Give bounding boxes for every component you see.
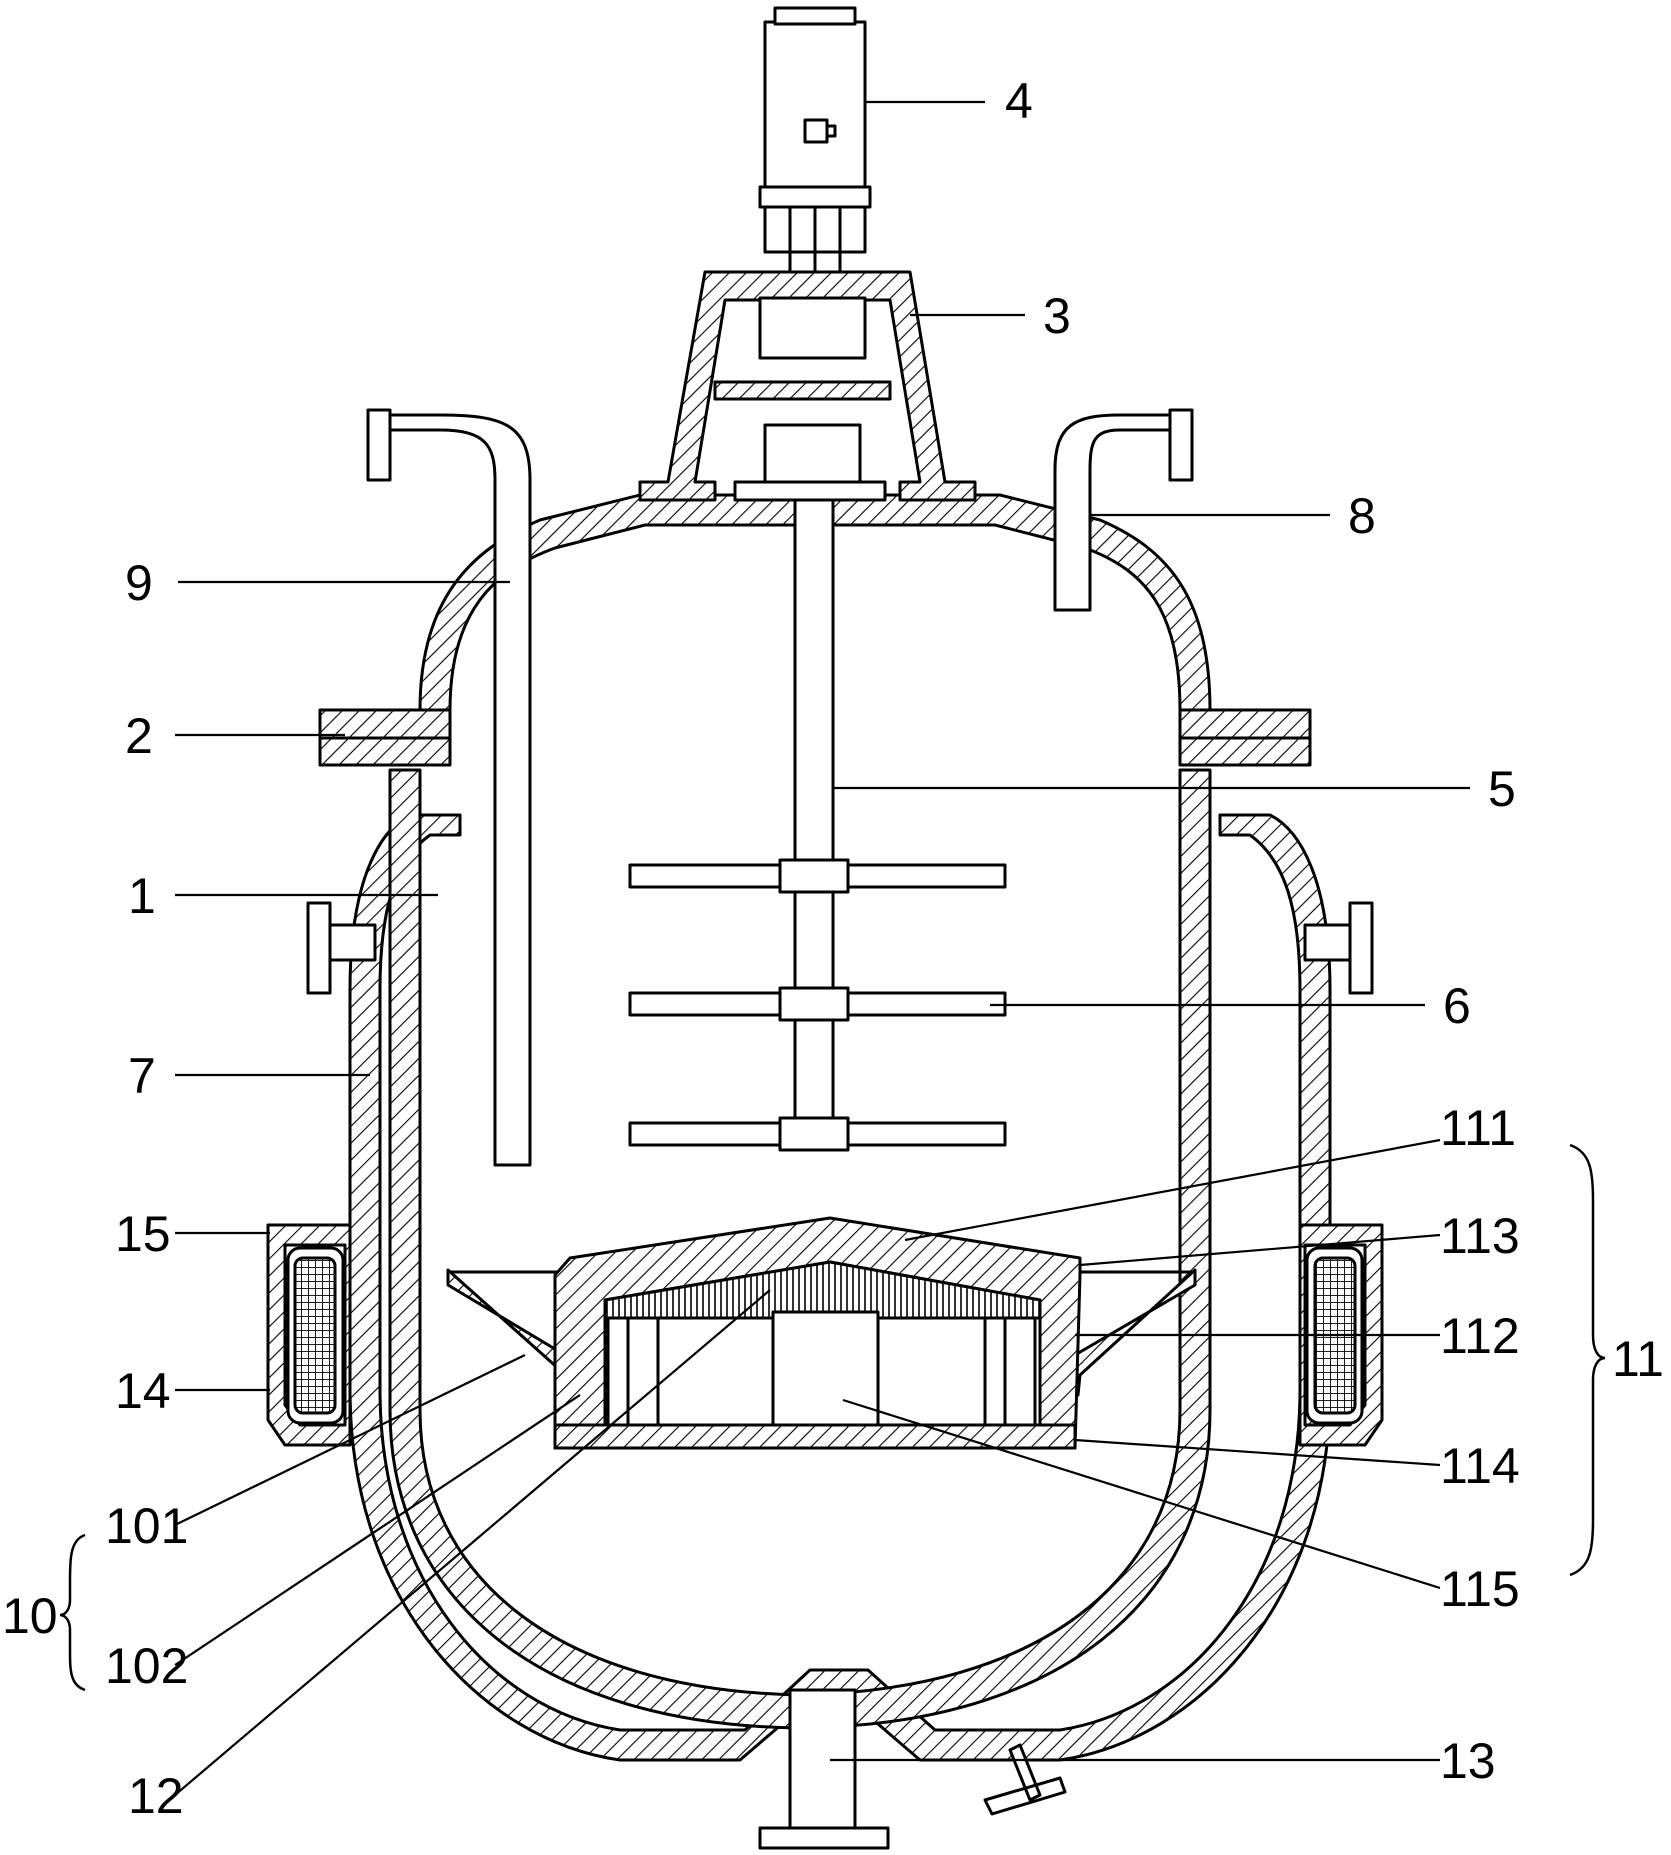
brace-10 [59,1533,86,1692]
label-101: 101 [105,1498,188,1554]
jacket-nozzle-right [1303,923,1352,962]
filter-support-right [983,1316,1037,1440]
label-112: 112 [1440,1308,1520,1364]
label-11: 11 [1612,1331,1664,1387]
label-9: 9 [125,555,153,611]
filter-center-outlet [771,1310,880,1440]
jacket-nozzle-left [328,923,377,962]
label-7: 7 [128,1048,156,1104]
label-1: 1 [128,868,156,924]
leader-111 [904,1138,1441,1242]
callout-labels: 4 3 8 9 2 5 1 6 7 111 15 113 112 11 14 1… [2,73,1664,1824]
label-10: 10 [2,1588,58,1644]
brace-11 [1569,1143,1606,1577]
motor-stand [638,270,977,502]
label-102: 102 [105,1638,188,1694]
leader-113 [1079,1233,1441,1267]
label-5: 5 [1488,761,1516,817]
drain-valve [983,1743,1067,1816]
label-3: 3 [1043,288,1071,344]
leader-114 [1074,1438,1441,1467]
label-2: 2 [125,708,153,764]
outlet-pipe [1053,413,1172,612]
leader-115 [842,1398,1441,1590]
label-6: 6 [1443,978,1471,1034]
label-115: 115 [1440,1561,1520,1617]
label-13: 13 [1440,1733,1496,1789]
vessel-body [388,768,1212,1730]
label-111: 111 [1440,1100,1516,1156]
magnet-housing-left [266,1223,352,1447]
label-8: 8 [1348,488,1376,544]
motor [763,20,867,189]
filter-layer [603,1260,1042,1320]
leader-12 [174,1289,771,1796]
label-15: 15 [115,1206,171,1262]
leader-102 [174,1394,581,1666]
label-12: 12 [128,1768,184,1824]
label-4: 4 [1005,73,1033,129]
label-113: 113 [1440,1208,1520,1264]
label-114: 114 [1440,1438,1520,1494]
leader-101 [174,1354,526,1526]
stirring-shaft [793,498,835,1142]
label-14: 14 [115,1363,171,1419]
inlet-pipe [388,413,532,1167]
stirring-blades [628,858,1007,1152]
